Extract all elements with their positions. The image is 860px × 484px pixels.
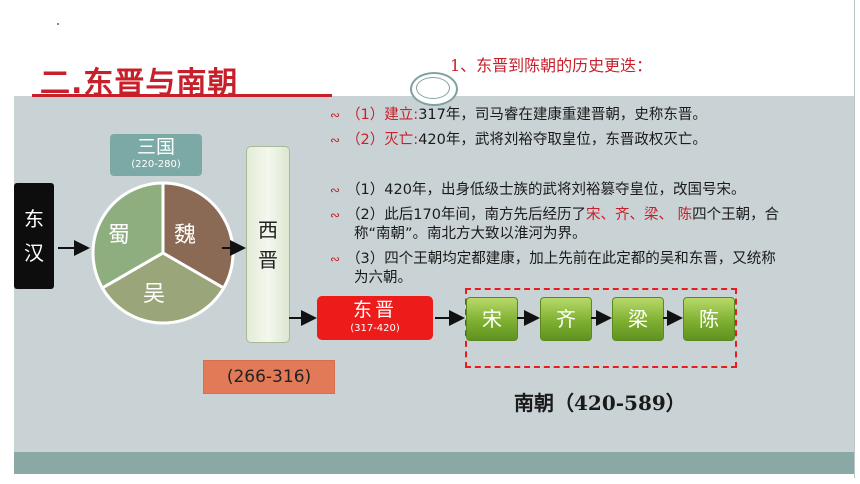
bullet-text: 317年，司马睿在建康重建晋朝，史称东晋。 — [418, 107, 707, 123]
bullet-text: （3）四个王朝均定都建康，加上先前在此定都的吴和东晋，又统称 — [346, 251, 776, 267]
bullet-prefix: （2）灭亡: — [346, 132, 419, 148]
bullet-establishment: ∾ （1）建立:317年，司马睿在建康重建晋朝，史称东晋。 — [330, 106, 707, 124]
bullet-highlight: 宋、齐、梁、 陈 — [585, 207, 693, 223]
san-guo-name: 三国 — [136, 136, 175, 158]
pie-slice-wu — [100, 251, 226, 325]
pie-label-wu: 吴 — [143, 282, 165, 307]
dong-han-char-1: 东 — [24, 207, 44, 231]
xi-jin-box: 西 晋 — [246, 146, 290, 343]
bullet-text: （1）420年，出身低级士族的武将刘裕篡夺皇位，改国号宋。 — [346, 182, 746, 198]
dynasty-song: 宋 — [466, 297, 518, 341]
bullet-fall: ∾ （2）灭亡:420年，武将刘裕夺取皇位，东晋政权灭亡。 — [330, 131, 707, 149]
oval-decoration-inner — [416, 77, 450, 99]
bullet-six-dynasties-cont: 为六朝。 — [354, 270, 412, 286]
san-guo-years: (220-280) — [131, 159, 181, 170]
slide-subtitle: 1、东晋到陈朝的历史更迭： — [450, 56, 653, 75]
dong-han-char-2: 汉 — [24, 241, 44, 265]
dong-han-box: 东 汉 — [14, 183, 54, 289]
bullet-marker-icon: ∾ — [330, 208, 341, 222]
bullet-text: 四个王朝，合 — [692, 207, 780, 223]
bullet-marker-icon: ∾ — [330, 108, 341, 122]
corner-dot — [57, 23, 59, 25]
bullet-song-founding: ∾ （1）420年，出身低级士族的武将刘裕篡夺皇位，改国号宋。 — [330, 181, 745, 199]
bullet-text: 420年，武将刘裕夺取皇位，东晋政权灭亡。 — [418, 132, 707, 148]
three-kingdoms-pie: 蜀 魏 吴 — [91, 181, 235, 325]
dong-jin-box: 东晋 (317-420) — [317, 296, 433, 340]
dynasty-chen: 陈 — [683, 297, 735, 341]
bullet-four-dynasties-cont: 称“南朝”。南北方大致以淮河为界。 — [354, 226, 587, 242]
bullet-six-dynasties: ∾ （3）四个王朝均定都建康，加上先前在此定都的吴和东晋，又统称 — [330, 250, 776, 268]
pie-label-shu: 蜀 — [108, 223, 130, 248]
bullet-four-dynasties: ∾ （2）此后170年间，南方先后经历了宋、齐、梁、 陈四个王朝，合 — [330, 206, 779, 224]
bullet-prefix: （1）建立: — [346, 107, 419, 123]
xi-jin-years: (266-316) — [203, 360, 335, 394]
san-guo-box: 三国 (220-280) — [110, 134, 202, 176]
pie-label-wei: 魏 — [174, 223, 196, 248]
bullet-marker-icon: ∾ — [330, 183, 341, 197]
xi-jin-char-1: 西 — [258, 217, 278, 242]
dynasty-qi: 齐 — [540, 297, 592, 341]
bullet-marker-icon: ∾ — [330, 133, 341, 147]
xi-jin-char-2: 晋 — [258, 247, 278, 272]
footer-bar — [14, 452, 855, 474]
bullet-marker-icon: ∾ — [330, 252, 341, 266]
bullet-text: （2）此后170年间，南方先后经历了 — [346, 207, 586, 223]
right-border-rule — [854, 0, 855, 478]
dong-jin-years: (317-420) — [350, 323, 400, 334]
southern-dynasties-label: 南朝（420-589） — [514, 391, 686, 415]
dong-jin-name: 东晋 — [352, 299, 397, 321]
title-underline — [32, 94, 332, 97]
